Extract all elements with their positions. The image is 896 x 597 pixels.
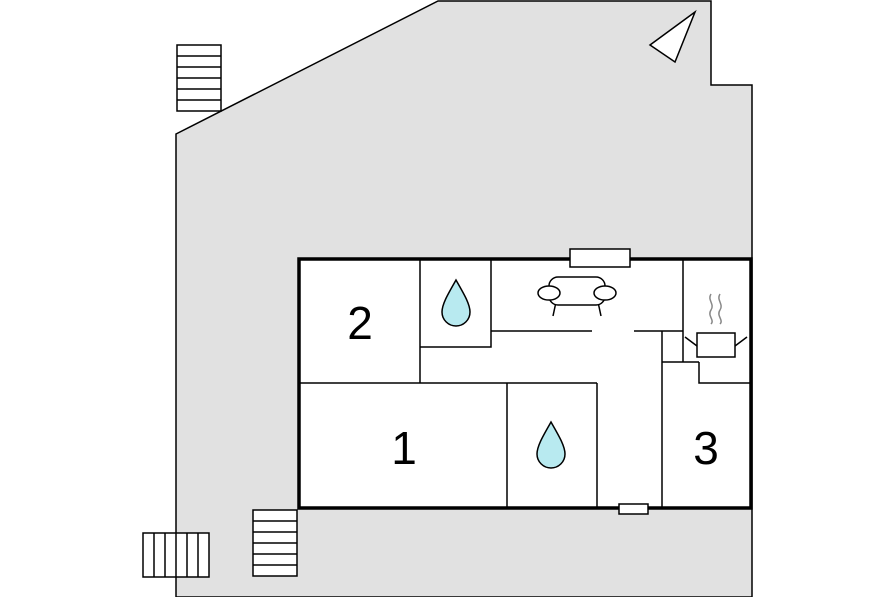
room-label-3: 3 (693, 422, 719, 474)
room-label-2: 2 (347, 297, 373, 349)
cooking-pot-icon (684, 293, 748, 358)
sofa-icon (537, 276, 617, 317)
room-label-1: 1 (391, 422, 417, 474)
interior-walls (299, 259, 751, 508)
window-icon (569, 248, 631, 268)
stairs-icon (252, 509, 298, 577)
stairs-icon (176, 44, 222, 112)
stairs-icon (142, 532, 210, 578)
water-drop-icon (536, 420, 566, 469)
window-icon (618, 503, 649, 515)
water-drop-icon (441, 278, 471, 327)
north-arrow-icon (648, 9, 697, 64)
